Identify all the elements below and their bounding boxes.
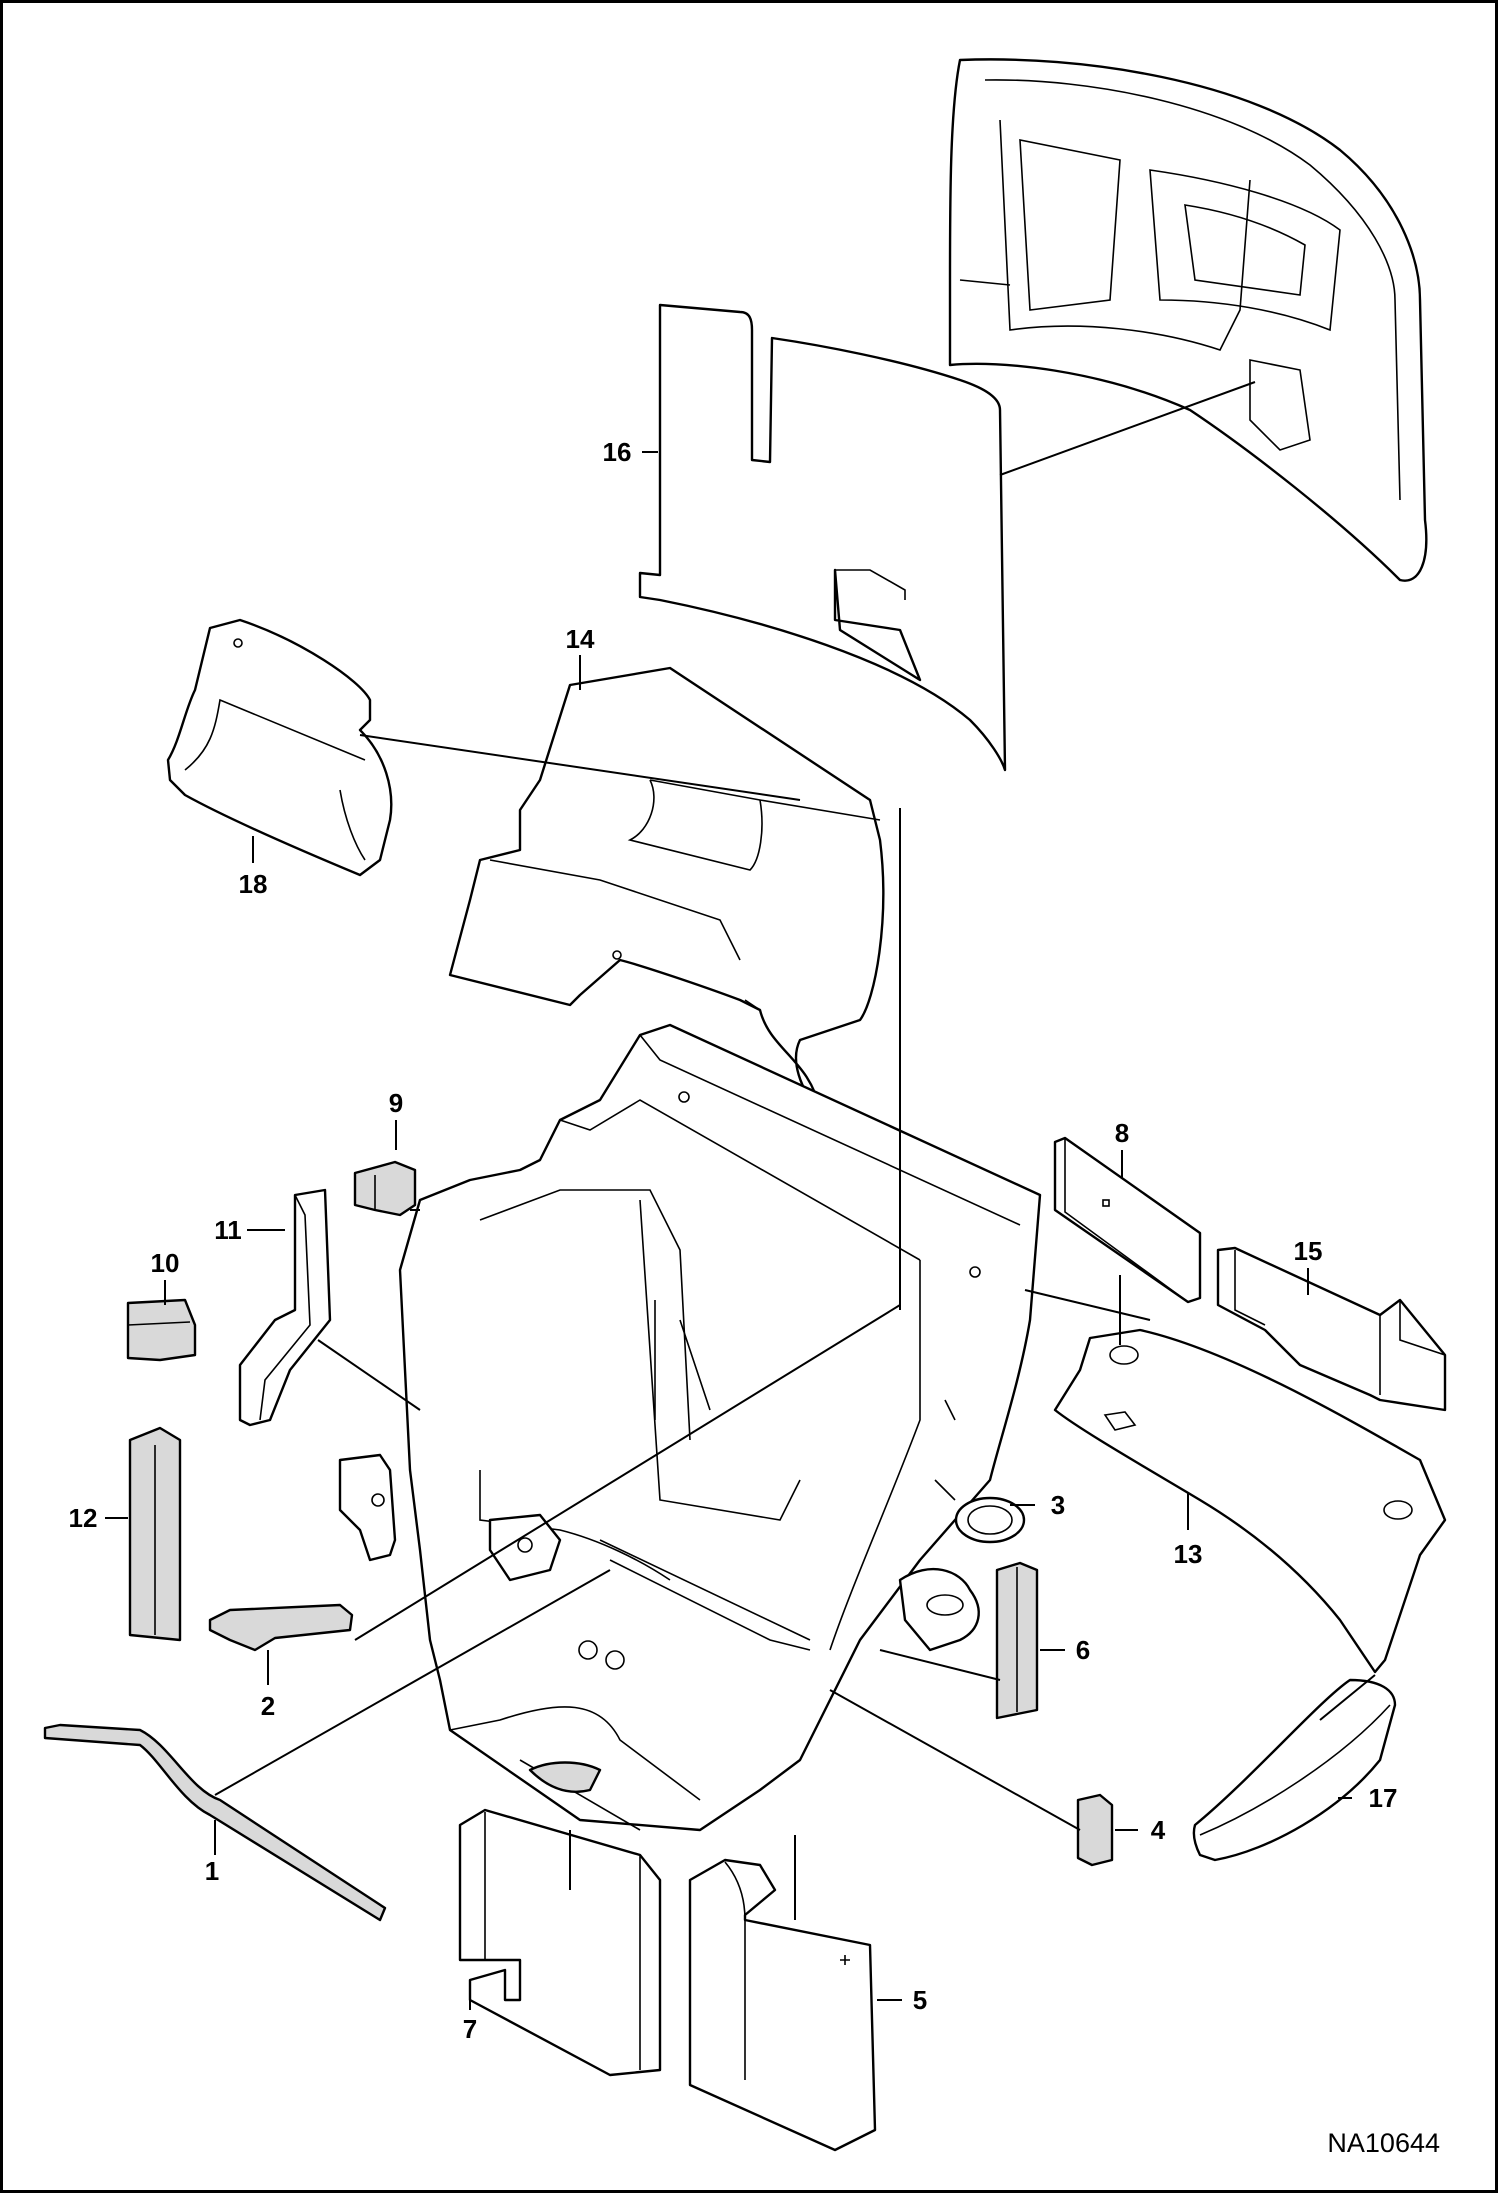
seal-6 [995, 1561, 1039, 1720]
callout-1: 1 [205, 1856, 219, 1886]
callout-leaders [105, 451, 1352, 2010]
callout-3: 3 [1051, 1490, 1065, 1520]
callout-8: 8 [1115, 1118, 1129, 1148]
insulation-panel-5 [688, 1858, 877, 2152]
callout-17: 17 [1369, 1783, 1398, 1813]
callout-18: 18 [239, 869, 268, 899]
insulation-panel-14 [448, 666, 885, 1112]
callout-9: 9 [389, 1088, 403, 1118]
callout-14: 14 [566, 624, 595, 654]
callout-6: 6 [1076, 1635, 1090, 1665]
bracket-left [338, 1453, 562, 1582]
insulation-panel-15 [1216, 1246, 1447, 1412]
insulation-panel-7 [458, 1808, 662, 2077]
callout-11: 11 [214, 1215, 242, 1245]
seal-8 [1053, 1136, 1202, 1304]
leader-lines [214, 381, 1376, 1920]
seal-12 [128, 1426, 182, 1642]
seal-11 [238, 1188, 332, 1427]
callout-16: 16 [603, 437, 632, 467]
callout-10: 10 [151, 1248, 180, 1278]
callout-labels: 1 2 3 4 5 6 7 8 9 10 11 12 13 14 15 16 1… [69, 437, 1398, 2044]
callout-15: 15 [1294, 1236, 1323, 1266]
main-frame [398, 1023, 1042, 1832]
callout-5: 5 [913, 1985, 927, 2015]
rear-door-assembly [948, 58, 1428, 582]
callout-2: 2 [261, 1691, 275, 1721]
seal-9 [353, 1160, 417, 1217]
callout-4: 4 [1151, 1815, 1166, 1845]
insulation-panel-18 [166, 618, 393, 877]
insulation-panel-17 [1192, 1678, 1397, 1862]
callout-7: 7 [463, 2014, 477, 2044]
grommet-3 [898, 1496, 1026, 1652]
insulation-panel-13 [1053, 1328, 1447, 1674]
insulation-panel-16 [638, 303, 1007, 772]
seal-4 [1076, 1793, 1114, 1867]
callout-12: 12 [69, 1503, 98, 1533]
seal-2 [208, 1603, 354, 1652]
seal-10 [126, 1298, 197, 1362]
callout-13: 13 [1174, 1539, 1203, 1569]
drawing-number: NA10644 [1327, 2128, 1440, 2158]
strip-1 [43, 1723, 387, 1922]
